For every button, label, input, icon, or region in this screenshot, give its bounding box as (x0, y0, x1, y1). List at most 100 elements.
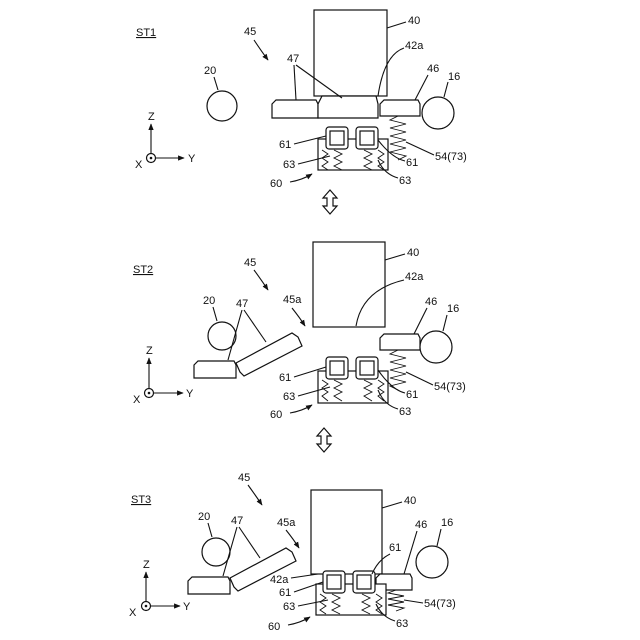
leader-42a (291, 574, 318, 578)
leader-60 (288, 617, 310, 625)
leader-45 (254, 40, 268, 60)
label-54: 54(73) (435, 151, 467, 163)
block-46 (380, 100, 420, 116)
label-42a: 42a (270, 574, 289, 586)
leader-46 (414, 308, 427, 334)
x-axis-dot-icon (150, 157, 153, 160)
y-axis-label: Y (188, 153, 196, 165)
stage-title: ST1 (136, 27, 156, 39)
label-61-left: 61 (279, 587, 291, 599)
leader-45a (286, 530, 299, 548)
label-20: 20 (198, 511, 210, 523)
plate-47-left (188, 577, 230, 594)
label-61-left: 61 (279, 139, 291, 151)
label-60: 60 (270, 178, 282, 190)
leader-45a (292, 308, 305, 326)
leader-16 (437, 529, 441, 546)
label-47: 47 (236, 298, 248, 310)
label-46: 46 (415, 519, 427, 531)
plate-47-tilted (236, 333, 302, 376)
label-20: 20 (203, 295, 215, 307)
label-61-right: 61 (406, 389, 418, 401)
x-axis-label: X (129, 607, 137, 619)
head-40 (314, 10, 387, 96)
label-45: 45 (238, 472, 250, 484)
pad-61-right-inner (360, 131, 374, 145)
label-63-left: 63 (283, 159, 295, 171)
label-60: 60 (268, 621, 280, 633)
leader-16 (444, 82, 448, 97)
leader-60 (290, 405, 312, 413)
label-45: 45 (244, 26, 256, 38)
leader-40 (382, 502, 402, 508)
label-61-right: 61 (406, 157, 418, 169)
label-42a: 42a (405, 40, 424, 52)
leader-40 (387, 22, 406, 28)
leader-45 (254, 270, 268, 290)
leader-46 (404, 531, 417, 574)
leader-45 (248, 485, 262, 505)
roller-16 (416, 546, 448, 578)
z-axis-label: Z (148, 111, 155, 123)
label-16: 16 (448, 71, 460, 83)
leader-46 (415, 75, 428, 100)
y-axis-label: Y (186, 388, 194, 400)
label-40: 40 (407, 247, 419, 259)
label-63-left: 63 (283, 601, 295, 613)
x-axis-label: X (135, 159, 143, 171)
label-63-left: 63 (283, 391, 295, 403)
label-40: 40 (408, 15, 420, 27)
label-61-top: 61 (389, 542, 401, 554)
label-54: 54(73) (434, 381, 466, 393)
y-axis-label: Y (183, 601, 191, 613)
label-46: 46 (425, 296, 437, 308)
label-47: 47 (287, 53, 299, 65)
head-40 (311, 490, 382, 574)
leader-20 (213, 307, 217, 321)
label-45: 45 (244, 257, 256, 269)
label-16: 16 (441, 517, 453, 529)
double-headed-vertical-arrow-icon (317, 428, 331, 452)
roller-16 (420, 331, 452, 363)
plate-47-left (272, 100, 318, 118)
x-axis-dot-icon (145, 605, 148, 608)
label-60: 60 (270, 409, 282, 421)
pad-61-left-inner (330, 361, 344, 375)
label-61-left: 61 (279, 372, 291, 384)
leader-47b (244, 310, 266, 342)
stage-st2: ST2 Z Y X 20 45 47 45a 40 42a 46 (133, 242, 466, 421)
label-42a: 42a (405, 271, 424, 283)
spring-54 (390, 350, 406, 390)
leader-40 (385, 254, 405, 260)
axis-triad: Z Y X (129, 559, 191, 619)
stage-title: ST3 (131, 494, 151, 506)
roller-20 (202, 538, 230, 566)
leader-47b (239, 527, 260, 558)
z-axis-label: Z (143, 559, 150, 571)
x-axis-label: X (133, 394, 141, 406)
leader-16 (443, 315, 447, 331)
x-axis-dot-icon (148, 392, 151, 395)
label-20: 20 (204, 65, 216, 77)
leader-54 (406, 372, 433, 385)
z-axis-label: Z (146, 345, 153, 357)
leader-20 (208, 523, 212, 537)
spring-54 (388, 590, 404, 611)
leader-54 (406, 142, 434, 155)
axis-triad: Z Y X (133, 345, 194, 406)
roller-16 (422, 97, 454, 129)
label-54: 54(73) (424, 598, 456, 610)
leader-60 (290, 174, 312, 182)
pad-61-left-inner (330, 131, 344, 145)
label-16: 16 (447, 303, 459, 315)
spring-54 (390, 116, 406, 160)
axis-triad: Z Y X (135, 111, 196, 171)
stage-title: ST2 (133, 264, 153, 276)
stage-st1: ST1 Z Y X 20 45 40 42a 47 46 (135, 10, 467, 190)
label-40: 40 (404, 495, 416, 507)
label-46: 46 (427, 63, 439, 75)
leader-54 (404, 600, 423, 603)
label-45a: 45a (277, 517, 296, 529)
label-47: 47 (231, 515, 243, 527)
